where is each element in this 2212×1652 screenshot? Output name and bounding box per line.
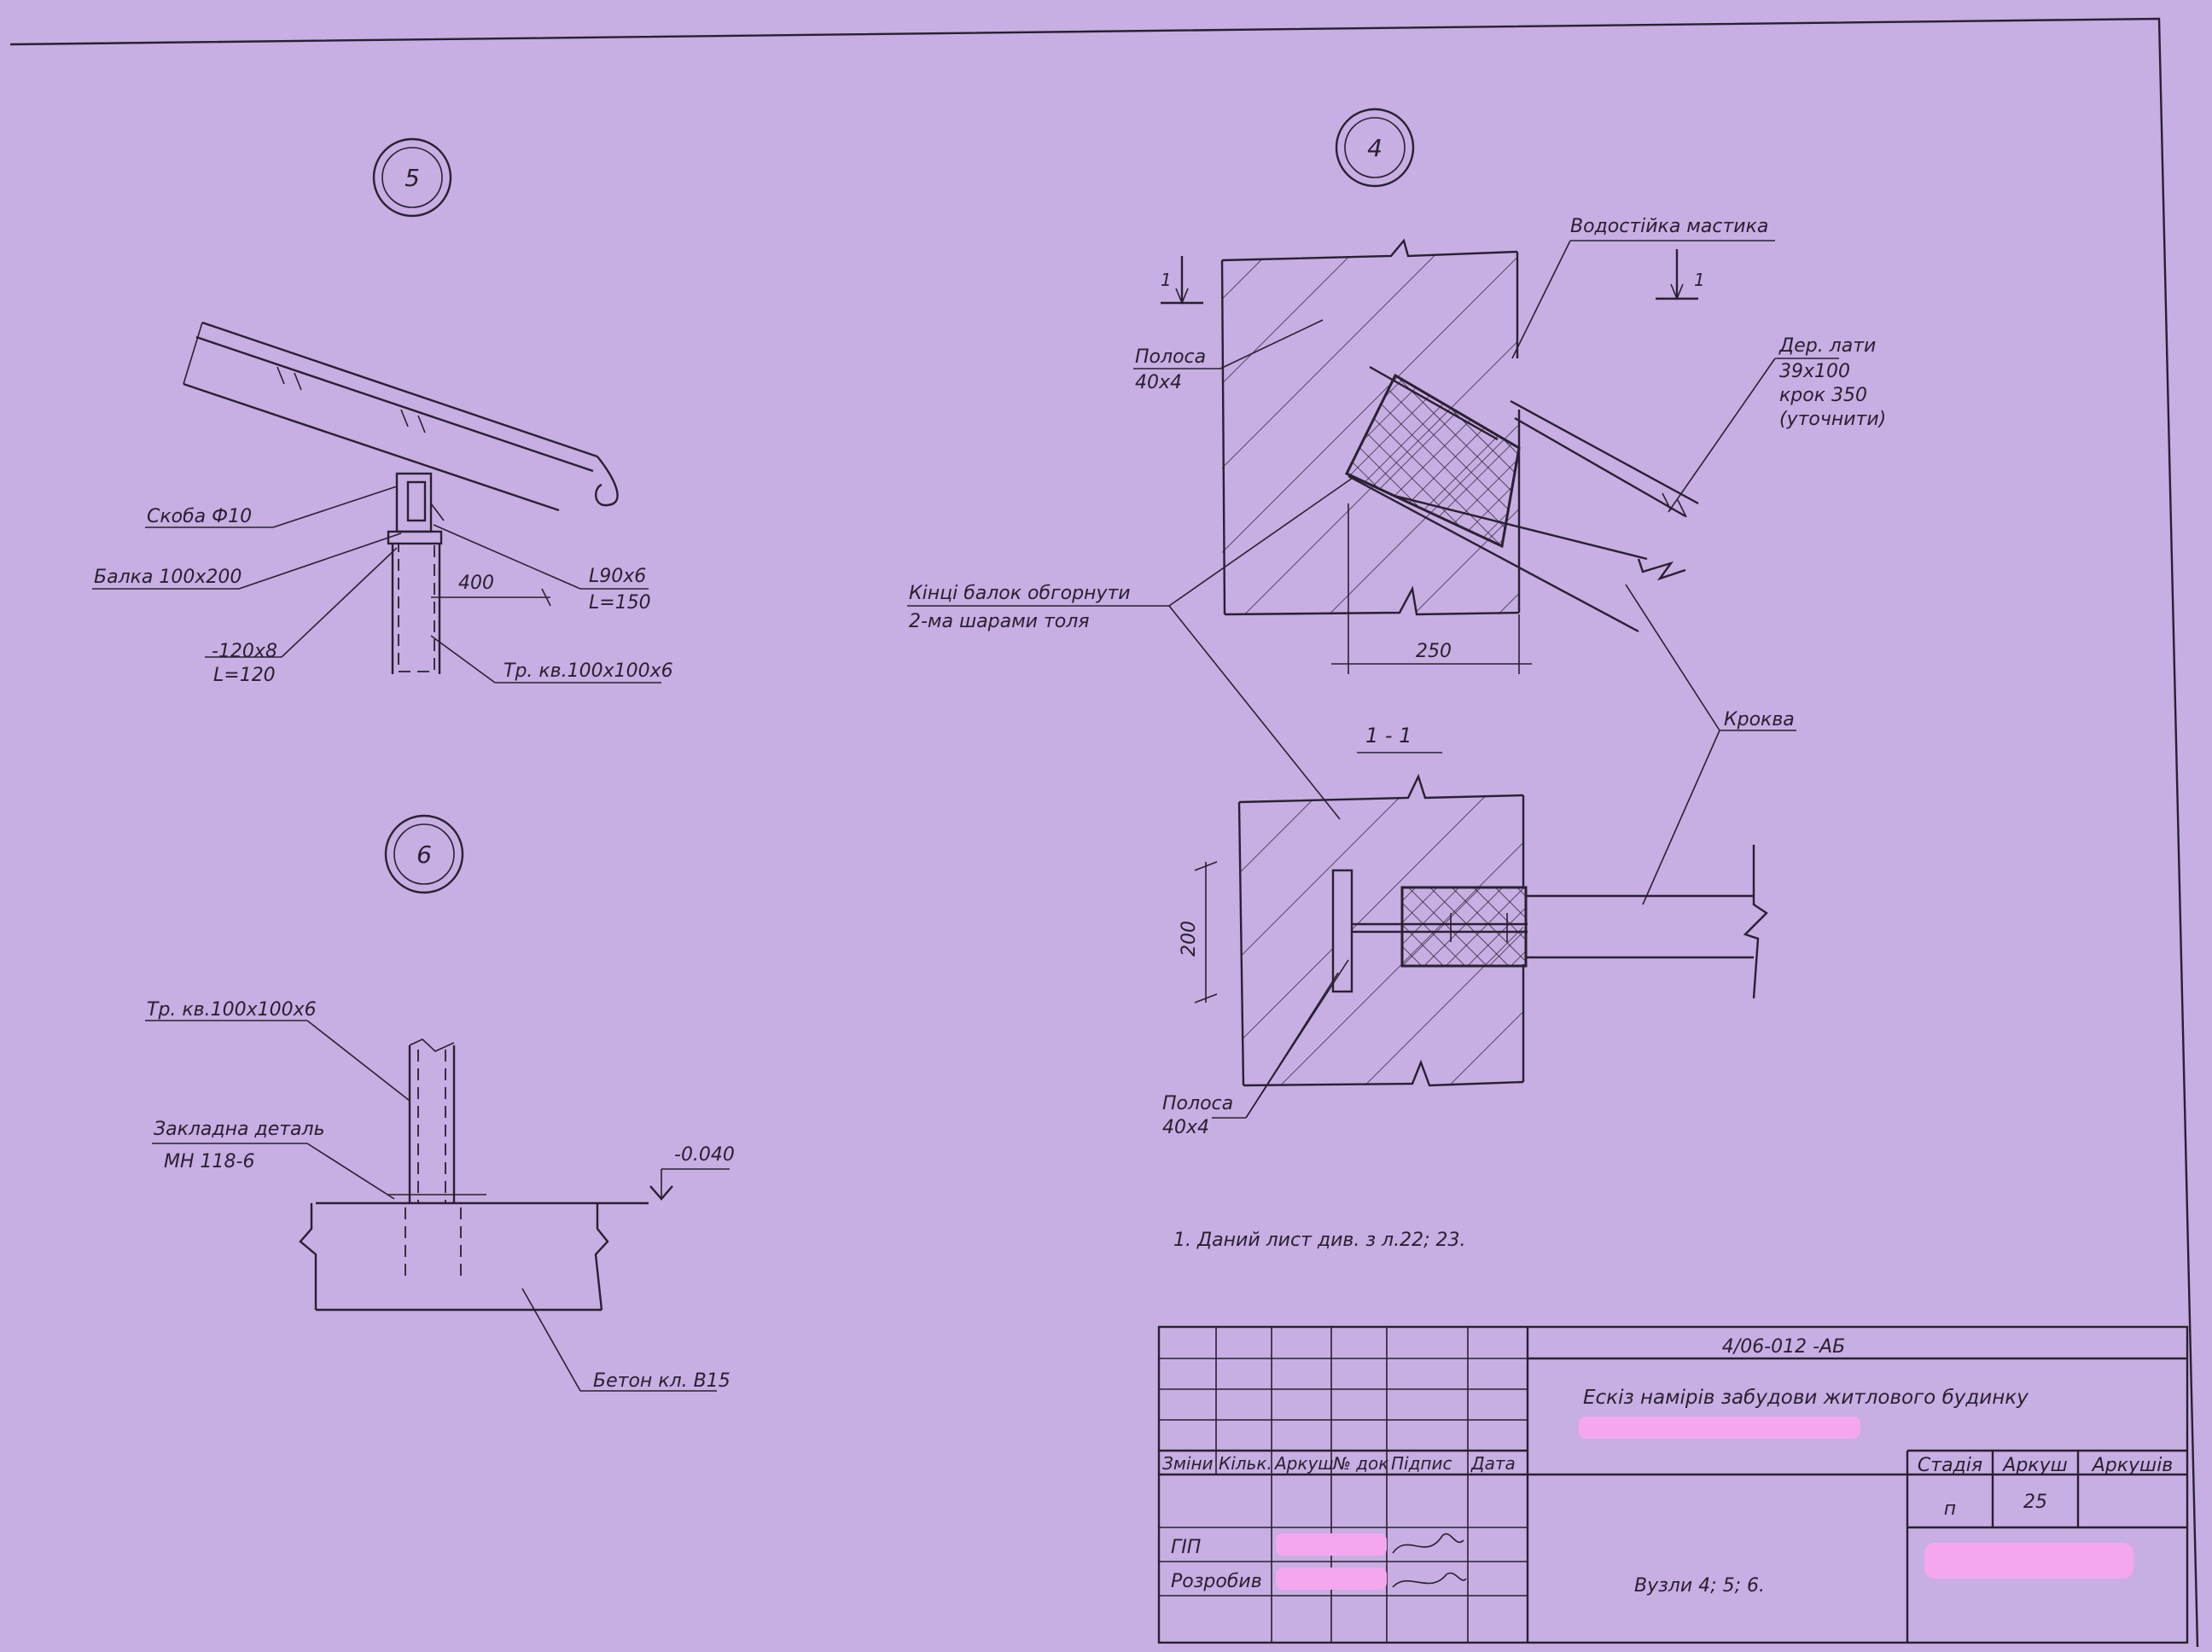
level-mark bbox=[649, 1168, 730, 1201]
node-5-marker: 5 bbox=[372, 137, 452, 218]
section-mark-right: 1 bbox=[1694, 270, 1705, 290]
node-6-marker-label: 6 bbox=[416, 841, 432, 869]
label-concrete: Бетон кл. В15 bbox=[593, 1370, 731, 1392]
header-sheet: Аркуш bbox=[1273, 1453, 1334, 1474]
node-6-marker: 6 bbox=[384, 814, 464, 894]
roof-slope bbox=[183, 321, 619, 512]
tube-column bbox=[408, 1038, 456, 1203]
node-4-marker-label: 4 bbox=[1367, 134, 1382, 162]
node-5: 5 400 bbox=[92, 137, 673, 686]
node-4-dim-250: 250 bbox=[1416, 641, 1452, 662]
beam-support-detail: 400 bbox=[387, 472, 551, 674]
node-4-marker: 4 bbox=[1335, 108, 1415, 188]
signature bbox=[1392, 1533, 1467, 1588]
redacted-name-1 bbox=[1276, 1533, 1387, 1556]
label-strip-2: 40х4 bbox=[1135, 372, 1182, 393]
label-lath-1: Дер. лати bbox=[1778, 335, 1876, 357]
label-embed-2: МН 118-6 bbox=[164, 1151, 254, 1172]
header-signature: Підпис bbox=[1391, 1453, 1452, 1474]
role-chief-engineer: ГІП bbox=[1171, 1537, 1201, 1558]
header-date: Дата bbox=[1470, 1453, 1516, 1474]
header-quantity: Кільк. bbox=[1219, 1453, 1272, 1474]
label-beam-ends-1: Кінці балок обгорнути bbox=[909, 583, 1131, 604]
project-title: Ескіз намірів забудови житлового будинку bbox=[1583, 1387, 2029, 1409]
stage-value: п bbox=[1944, 1498, 1956, 1520]
label-strip-bottom-2: 40х4 bbox=[1162, 1117, 1209, 1138]
document-code: 4/06-012 -АБ bbox=[1722, 1336, 1845, 1358]
node-5-marker-label: 5 bbox=[405, 164, 420, 192]
node-6: 6 Тр bbox=[145, 814, 735, 1392]
label-angle-length: L=150 bbox=[589, 592, 651, 614]
stage-header: Стадія bbox=[1918, 1455, 1982, 1476]
sheet-number: 25 bbox=[2023, 1492, 2047, 1513]
label-level: -0.040 bbox=[674, 1144, 735, 1166]
node-6-leaders bbox=[145, 1020, 717, 1392]
node-5-leaders bbox=[92, 486, 661, 683]
label-mastic: Водостійка мастика bbox=[1570, 216, 1768, 237]
node-4: 4 1 1 bbox=[907, 108, 1886, 1138]
label-embed-1: Закладна деталь bbox=[154, 1119, 325, 1140]
label-rafter: Кроква bbox=[1724, 709, 1795, 730]
label-beam-ends-2: 2-ма шарами толя bbox=[909, 611, 1090, 632]
sheet-frame bbox=[9, 17, 2199, 1648]
label-lath-3: крок 350 bbox=[1779, 385, 1867, 406]
redacted-organization bbox=[1924, 1543, 2133, 1579]
label-beam: Балка 100х200 bbox=[94, 567, 242, 588]
label-bracket: Скоба Ф10 bbox=[147, 506, 252, 527]
node-4-dim-200: 200 bbox=[1179, 921, 1200, 957]
label-lath-2: 39х100 bbox=[1779, 361, 1850, 382]
label-tube-node6: Тр. кв.100х100х6 bbox=[147, 999, 317, 1021]
section-marks: 1 1 bbox=[1161, 249, 1705, 305]
label-tube-node5: Тр. кв.100х100х6 bbox=[504, 660, 673, 682]
title-block: 4/06-012 -АБ Ескіз намірів забудови житл… bbox=[1157, 1325, 2189, 1644]
section-mark-left: 1 bbox=[1161, 270, 1172, 290]
role-developer: Розробив bbox=[1171, 1571, 1262, 1592]
label-strip-1: Полоса bbox=[1135, 346, 1206, 368]
section-title: 1 - 1 bbox=[1365, 724, 1412, 747]
label-strip-bottom-1: Полоса bbox=[1162, 1093, 1233, 1114]
label-angle-size: L90х6 bbox=[589, 566, 646, 587]
label-plate-length: L=120 bbox=[213, 665, 276, 686]
header-doc-number: № док bbox=[1332, 1453, 1388, 1474]
wall-plan: 250 bbox=[1220, 238, 1699, 674]
sheet-title: Вузли 4; 5; 6. bbox=[1634, 1575, 1765, 1597]
label-plate-size: -120х8 bbox=[212, 641, 277, 662]
redacted-name-2 bbox=[1276, 1568, 1387, 1590]
node-4-leaders bbox=[907, 240, 1839, 905]
node-5-dim-400: 400 bbox=[458, 573, 494, 594]
sheets-header: Аркушів bbox=[2091, 1455, 2174, 1476]
redacted-address bbox=[1579, 1416, 1860, 1439]
sheet-note: 1. Даний лист див. з л.22; 23. bbox=[1173, 1230, 1465, 1251]
label-lath-4: (уточнити) bbox=[1779, 409, 1886, 430]
concrete-foundation bbox=[299, 1194, 649, 1312]
sheet-header: Аркуш bbox=[2001, 1455, 2067, 1476]
section-1-1: 200 bbox=[1179, 773, 1768, 1119]
header-changes: Зміни bbox=[1162, 1453, 1214, 1474]
